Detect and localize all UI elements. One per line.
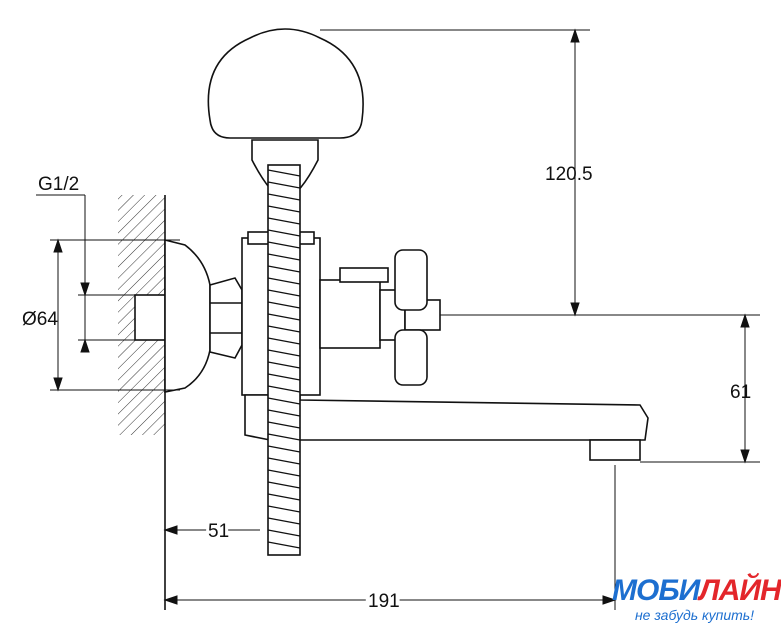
shower-head [207, 28, 364, 139]
mobilain-logo: МОБИЛАЙН не забудь купить! [612, 574, 781, 624]
flange [164, 238, 211, 393]
aerator [589, 439, 641, 461]
dim-wall-offset: 51 [208, 521, 229, 542]
dimension-lines [36, 28, 760, 610]
hex-nut [209, 277, 243, 359]
wall-pipe [134, 294, 166, 341]
dim-height-top: 120.5 [545, 164, 593, 185]
dim-spout-height: 61 [730, 382, 751, 403]
hose-coils [267, 169, 301, 549]
dim-thread: G1/2 [38, 174, 79, 195]
logo-part1: МОБИ [612, 574, 700, 607]
hose [267, 164, 301, 556]
logo-part2: ЛАЙН [699, 574, 781, 607]
spout [244, 394, 649, 441]
dim-flange-diameter: Ø64 [22, 309, 58, 330]
handle-top [394, 249, 428, 311]
handle-bottom [394, 329, 428, 386]
dim-total-length: 191 [368, 591, 400, 612]
logo-slogan: не забудь купить! [634, 607, 755, 623]
